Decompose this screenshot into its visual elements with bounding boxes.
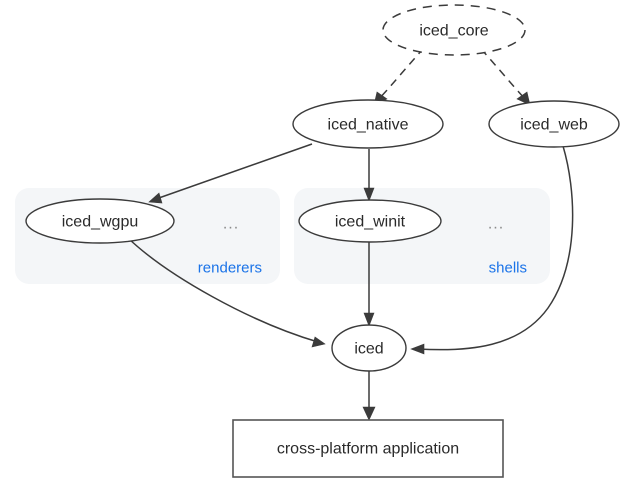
node-iced-wgpu-label: iced_wgpu	[62, 214, 139, 231]
node-iced-web[interactable]: iced_web	[488, 100, 620, 148]
edge-iced-core-to-iced-web-line	[480, 48, 527, 101]
cluster-shells-ellipsis: ...	[488, 216, 504, 233]
edge-iced-web-to-iced-arrowhead	[410, 343, 425, 355]
edge-iced-core-to-iced-web-arrowhead	[516, 91, 531, 106]
edge-iced-native-to-iced-winit	[363, 149, 375, 202]
edge-iced-native-to-iced-wgpu-arrowhead	[148, 192, 163, 204]
edge-iced-to-application	[362, 371, 376, 421]
node-iced-core-shape[interactable]	[382, 4, 526, 56]
cluster-shells-label: shells	[489, 260, 527, 277]
edge-iced-wgpu-to-iced-line	[127, 237, 319, 343]
node-iced-winit-label: iced_winit	[335, 214, 406, 231]
node-iced[interactable]: iced	[331, 324, 407, 372]
edge-iced-core-to-iced-native-line	[377, 47, 425, 101]
node-cross-platform-application-label: cross-platform application	[277, 441, 459, 458]
edge-iced-web-to-iced	[410, 145, 574, 355]
node-iced-wgpu[interactable]: iced_wgpu	[25, 198, 175, 244]
edge-iced-winit-to-iced	[363, 242, 375, 327]
node-cross-platform-application[interactable]: cross-platform application	[232, 419, 504, 478]
node-iced-core[interactable]: iced_core	[382, 4, 526, 56]
cluster-renderers-ellipsis: ...	[223, 216, 239, 233]
node-iced-winit-shape[interactable]	[298, 199, 442, 243]
edge-iced-web-to-iced-line	[417, 145, 574, 351]
node-iced-native[interactable]: iced_native	[292, 99, 444, 149]
edge-iced-core-to-iced-native	[373, 47, 425, 106]
node-iced-core-label: iced_core	[419, 23, 488, 40]
node-iced-web-label: iced_web	[520, 117, 588, 134]
edge-iced-native-to-iced-winit-arrowhead	[363, 187, 375, 202]
edge-iced-native-to-iced-wgpu	[148, 143, 313, 204]
node-iced-web-shape[interactable]	[488, 100, 620, 148]
edge-iced-winit-to-iced-arrowhead	[363, 312, 375, 327]
node-iced-wgpu-shape[interactable]	[25, 198, 175, 244]
node-cross-platform-application-shape[interactable]	[232, 419, 504, 478]
edge-iced-core-to-iced-web	[480, 48, 531, 106]
node-iced-native-shape[interactable]	[292, 99, 444, 149]
node-iced-native-label: iced_native	[328, 117, 409, 134]
edge-iced-native-to-iced-wgpu-line	[155, 143, 313, 200]
edge-iced-wgpu-to-iced-arrowhead	[311, 336, 326, 348]
node-iced-label: iced	[354, 341, 383, 358]
edge-iced-wgpu-to-iced	[127, 237, 326, 348]
node-iced-shape[interactable]	[331, 324, 407, 372]
node-iced-winit[interactable]: iced_winit	[298, 199, 442, 243]
cluster-renderers-label: renderers	[198, 260, 262, 277]
edge-iced-to-application-arrowhead	[362, 406, 376, 421]
